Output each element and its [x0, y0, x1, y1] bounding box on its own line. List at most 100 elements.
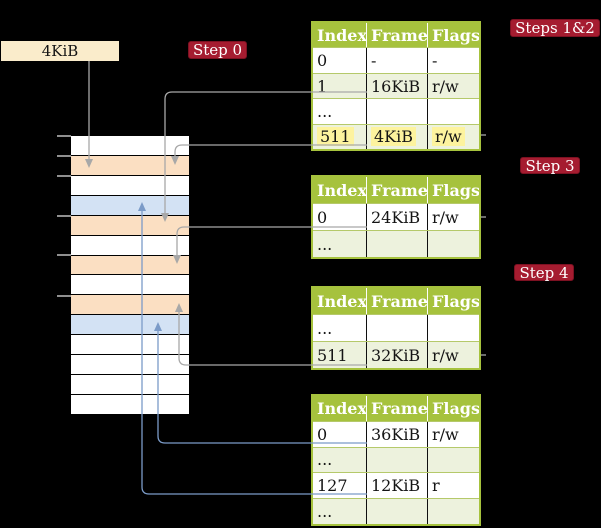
- tick-mark: [57, 155, 71, 157]
- table-header-cell: Frame: [367, 23, 428, 48]
- memory-row-2-peach: [71, 155, 189, 175]
- step-label-steps12: Steps 1&2: [510, 19, 600, 37]
- table-cell: r/w: [428, 204, 479, 230]
- table-cell-text: 4KiB: [371, 127, 417, 147]
- table-cell: [367, 99, 428, 124]
- table-cell-text: -: [371, 51, 377, 71]
- memory-row-10-blue: [71, 315, 189, 335]
- table-cell: ...: [313, 315, 367, 341]
- memory-row-5-peach: [71, 215, 189, 235]
- table-cell: ...: [313, 231, 367, 257]
- memory-row-12-white: [71, 355, 189, 375]
- memory-row-9-peach: [71, 295, 189, 315]
- table-cell-text: 0: [317, 424, 328, 444]
- memory-row-3-white: [71, 175, 189, 195]
- table-header-cell: Frame: [367, 396, 428, 421]
- table-header-cell: Flags: [432, 398, 479, 418]
- tick-mark: [57, 295, 71, 297]
- table-cell-text: r/w: [432, 127, 465, 147]
- table-header-cell: Flags: [432, 25, 479, 45]
- table-cell-text: r/w: [432, 207, 459, 227]
- table-cell: 4KiB: [367, 124, 428, 150]
- memory-row-7-peach: [71, 255, 189, 275]
- table-cell-text: 511: [317, 345, 348, 365]
- table-row: ...: [313, 446, 479, 473]
- table-cell-text: ...: [317, 502, 333, 522]
- physical-memory-stack: [71, 136, 189, 414]
- table-cell-text: ...: [317, 318, 333, 338]
- table-row: 0 36KiB r/w: [313, 420, 479, 447]
- table-row: 127 12KiB r: [313, 472, 479, 499]
- step-label-step3: Step 3: [520, 157, 580, 175]
- table-cell-text: -: [432, 51, 438, 71]
- table-cell: ...: [313, 499, 367, 524]
- memory-row-13-white: [71, 375, 189, 394]
- table-cell: 511: [313, 124, 367, 150]
- table-header-cell: Flags: [432, 180, 479, 200]
- table-header-cell: Flags: [432, 291, 479, 311]
- table-cell: 511: [313, 342, 367, 368]
- table-cell-text: 0: [317, 51, 328, 71]
- frame-size-box: 4KiB: [1, 41, 119, 61]
- table-cell: r/w: [428, 125, 479, 149]
- table-cell: [428, 99, 479, 123]
- table-cell: 12KiB: [367, 473, 428, 499]
- table-cell: r: [428, 473, 479, 498]
- table-cell-text: 12KiB: [371, 476, 421, 496]
- table-row: ...: [313, 230, 479, 257]
- memory-row-6-white: [71, 235, 189, 255]
- memory-row-4-blue: [71, 195, 189, 215]
- memory-row-14-white: [71, 394, 189, 414]
- tick-mark: [57, 135, 71, 137]
- table-cell: [428, 315, 479, 341]
- memory-row-8-white: [71, 275, 189, 295]
- table-cell-text: 32KiB: [371, 345, 421, 365]
- table-cell: [428, 499, 479, 524]
- memory-row-1-white: [71, 136, 189, 155]
- table-cell-text: 36KiB: [371, 424, 421, 444]
- table-cell: 36KiB: [367, 421, 428, 447]
- table-cell: 24KiB: [367, 204, 428, 230]
- table-cell: [367, 447, 428, 473]
- table-row: 511 4KiB r/w: [313, 123, 479, 150]
- table-cell-text: 511: [317, 127, 354, 147]
- table-header-cell: Frame: [367, 288, 428, 314]
- table-row: 511 32KiB r/w: [313, 341, 479, 368]
- table-header-cell: Index: [313, 288, 367, 314]
- table-cell-text: r/w: [432, 345, 459, 365]
- table-cell-text: ...: [317, 234, 333, 254]
- table-cell: ...: [313, 99, 367, 124]
- step-label-step4: Step 4: [514, 264, 574, 282]
- tick-mark: [57, 175, 71, 177]
- table-cell: r/w: [428, 422, 479, 447]
- table-cell: 16KiB: [367, 73, 428, 99]
- table-row: ...: [313, 314, 479, 341]
- table-cell: ...: [313, 447, 367, 473]
- table-header-cell: Frame: [367, 177, 428, 203]
- table-cell-text: r/w: [432, 76, 459, 96]
- table-cell: 0: [313, 421, 367, 447]
- table-cell: r/w: [428, 74, 479, 98]
- table-cell-text: 24KiB: [371, 207, 421, 227]
- table-cell: r/w: [428, 342, 479, 368]
- table-cell-text: 0: [317, 207, 328, 227]
- table-cell: 32KiB: [367, 342, 428, 368]
- table-row: 0 - -: [313, 47, 479, 73]
- table-cell: [367, 231, 428, 257]
- tick-mark: [57, 215, 71, 217]
- step-label-step0: Step 0: [188, 41, 247, 59]
- table-cell-text: 127: [317, 476, 348, 496]
- table-row: ...: [313, 498, 479, 524]
- frame-size-label: 4KiB: [41, 42, 79, 60]
- table-row: 0 24KiB r/w: [313, 203, 479, 230]
- table-cell: [428, 231, 479, 257]
- table-cell-text: r: [432, 476, 440, 496]
- memory-row-11-white: [71, 335, 189, 355]
- table-cell: -: [428, 48, 479, 72]
- table-cell: -: [367, 48, 428, 73]
